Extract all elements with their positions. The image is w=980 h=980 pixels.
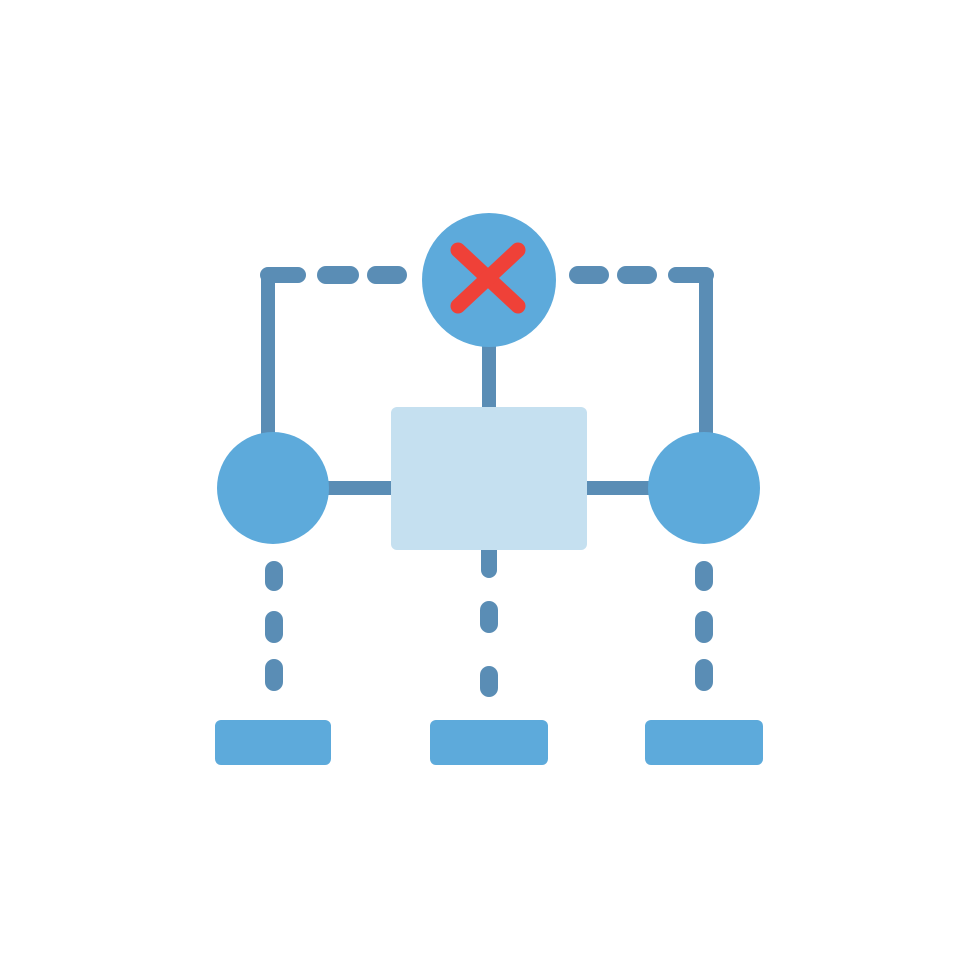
x-mark-icon [450, 242, 526, 314]
output-left-bar [215, 720, 331, 765]
hub-box [391, 407, 587, 550]
connectors [260, 266, 714, 697]
left-node [217, 432, 329, 544]
output-right-bar [645, 720, 763, 765]
output-center-bar [430, 720, 548, 765]
right-node [648, 432, 760, 544]
